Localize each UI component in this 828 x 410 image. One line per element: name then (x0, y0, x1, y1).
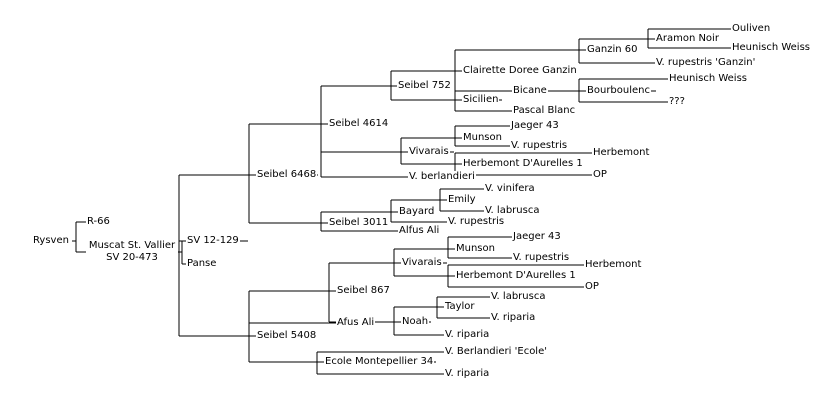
node-label: Alfus Ali (398, 225, 441, 237)
node-label: Pascal Blanc (512, 105, 577, 117)
node-label: Heunisch Weiss (668, 73, 749, 85)
node-label: Herbemont (584, 259, 643, 271)
node-label: V. riparia (444, 329, 491, 341)
node-label: V. labrusca (490, 291, 547, 303)
node-label: Seibel 4614 (328, 118, 390, 130)
node-label: R-66 (86, 216, 111, 228)
node-label: Seibel 6468 (256, 169, 318, 181)
node-label: Herbemont D'Aurelles 1 (462, 158, 584, 170)
node-label: Rysven (32, 235, 70, 247)
node-label: Seibel 5408 (256, 330, 318, 342)
node-label: Muscat St. Vallier SV 20-473 (86, 240, 178, 264)
node-label: Seibel 752 (397, 80, 452, 92)
node-label: Heunisch Weiss (731, 42, 812, 54)
node-label: Munson (462, 132, 503, 144)
node-label: Taylor (444, 301, 476, 313)
node-label: Vivarais (408, 146, 450, 158)
node-label: Munson (455, 243, 496, 255)
node-label: Seibel 3011 (328, 217, 390, 229)
node-label: ??? (668, 96, 686, 108)
node-label: OP (592, 169, 608, 181)
node-label: V. riparia (490, 312, 537, 324)
node-label: V. labrusca (484, 205, 541, 217)
node-label: Herbemont (592, 147, 651, 159)
node-label: Aramon Noir (655, 33, 720, 45)
node-label: Ganzin 60 (586, 44, 639, 56)
node-label: V. Berlandieri 'Ecole' (444, 346, 548, 358)
node-label: Noah (401, 316, 430, 328)
node-label: OP (584, 281, 600, 293)
node-label: Jaeger 43 (512, 231, 562, 243)
node-label: V. rupestris 'Ganzin' (655, 57, 757, 69)
node-label: Herbemont D'Aurelles 1 (455, 270, 577, 282)
node-label: V. rupestris (512, 252, 571, 264)
node-label: Seibel 867 (336, 285, 391, 297)
node-label: Vivarais (401, 257, 443, 269)
node-label: SV 12-129 (186, 235, 240, 247)
node-label: Bayard (398, 206, 436, 218)
node-label: Panse (186, 258, 218, 270)
node-label: V. berlandieri (408, 171, 476, 183)
node-label: V. riparia (444, 368, 491, 380)
node-label: Sicilien (462, 94, 500, 106)
node-label: V. vinifera (484, 183, 536, 195)
node-label: Bicane (512, 85, 548, 97)
node-label: V. rupestris (510, 140, 569, 152)
node-label: Jaeger 43 (510, 120, 560, 132)
node-label: Emily (447, 194, 477, 206)
node-label: Ecole Montepellier 34 (324, 356, 435, 368)
node-label: Afus Ali (336, 317, 376, 329)
node-label: Clairette Doree Ganzin (462, 65, 578, 77)
node-label: Ouliven (731, 23, 772, 35)
node-label: V. rupestris (447, 216, 506, 228)
node-label: Bourboulenc (586, 85, 651, 97)
